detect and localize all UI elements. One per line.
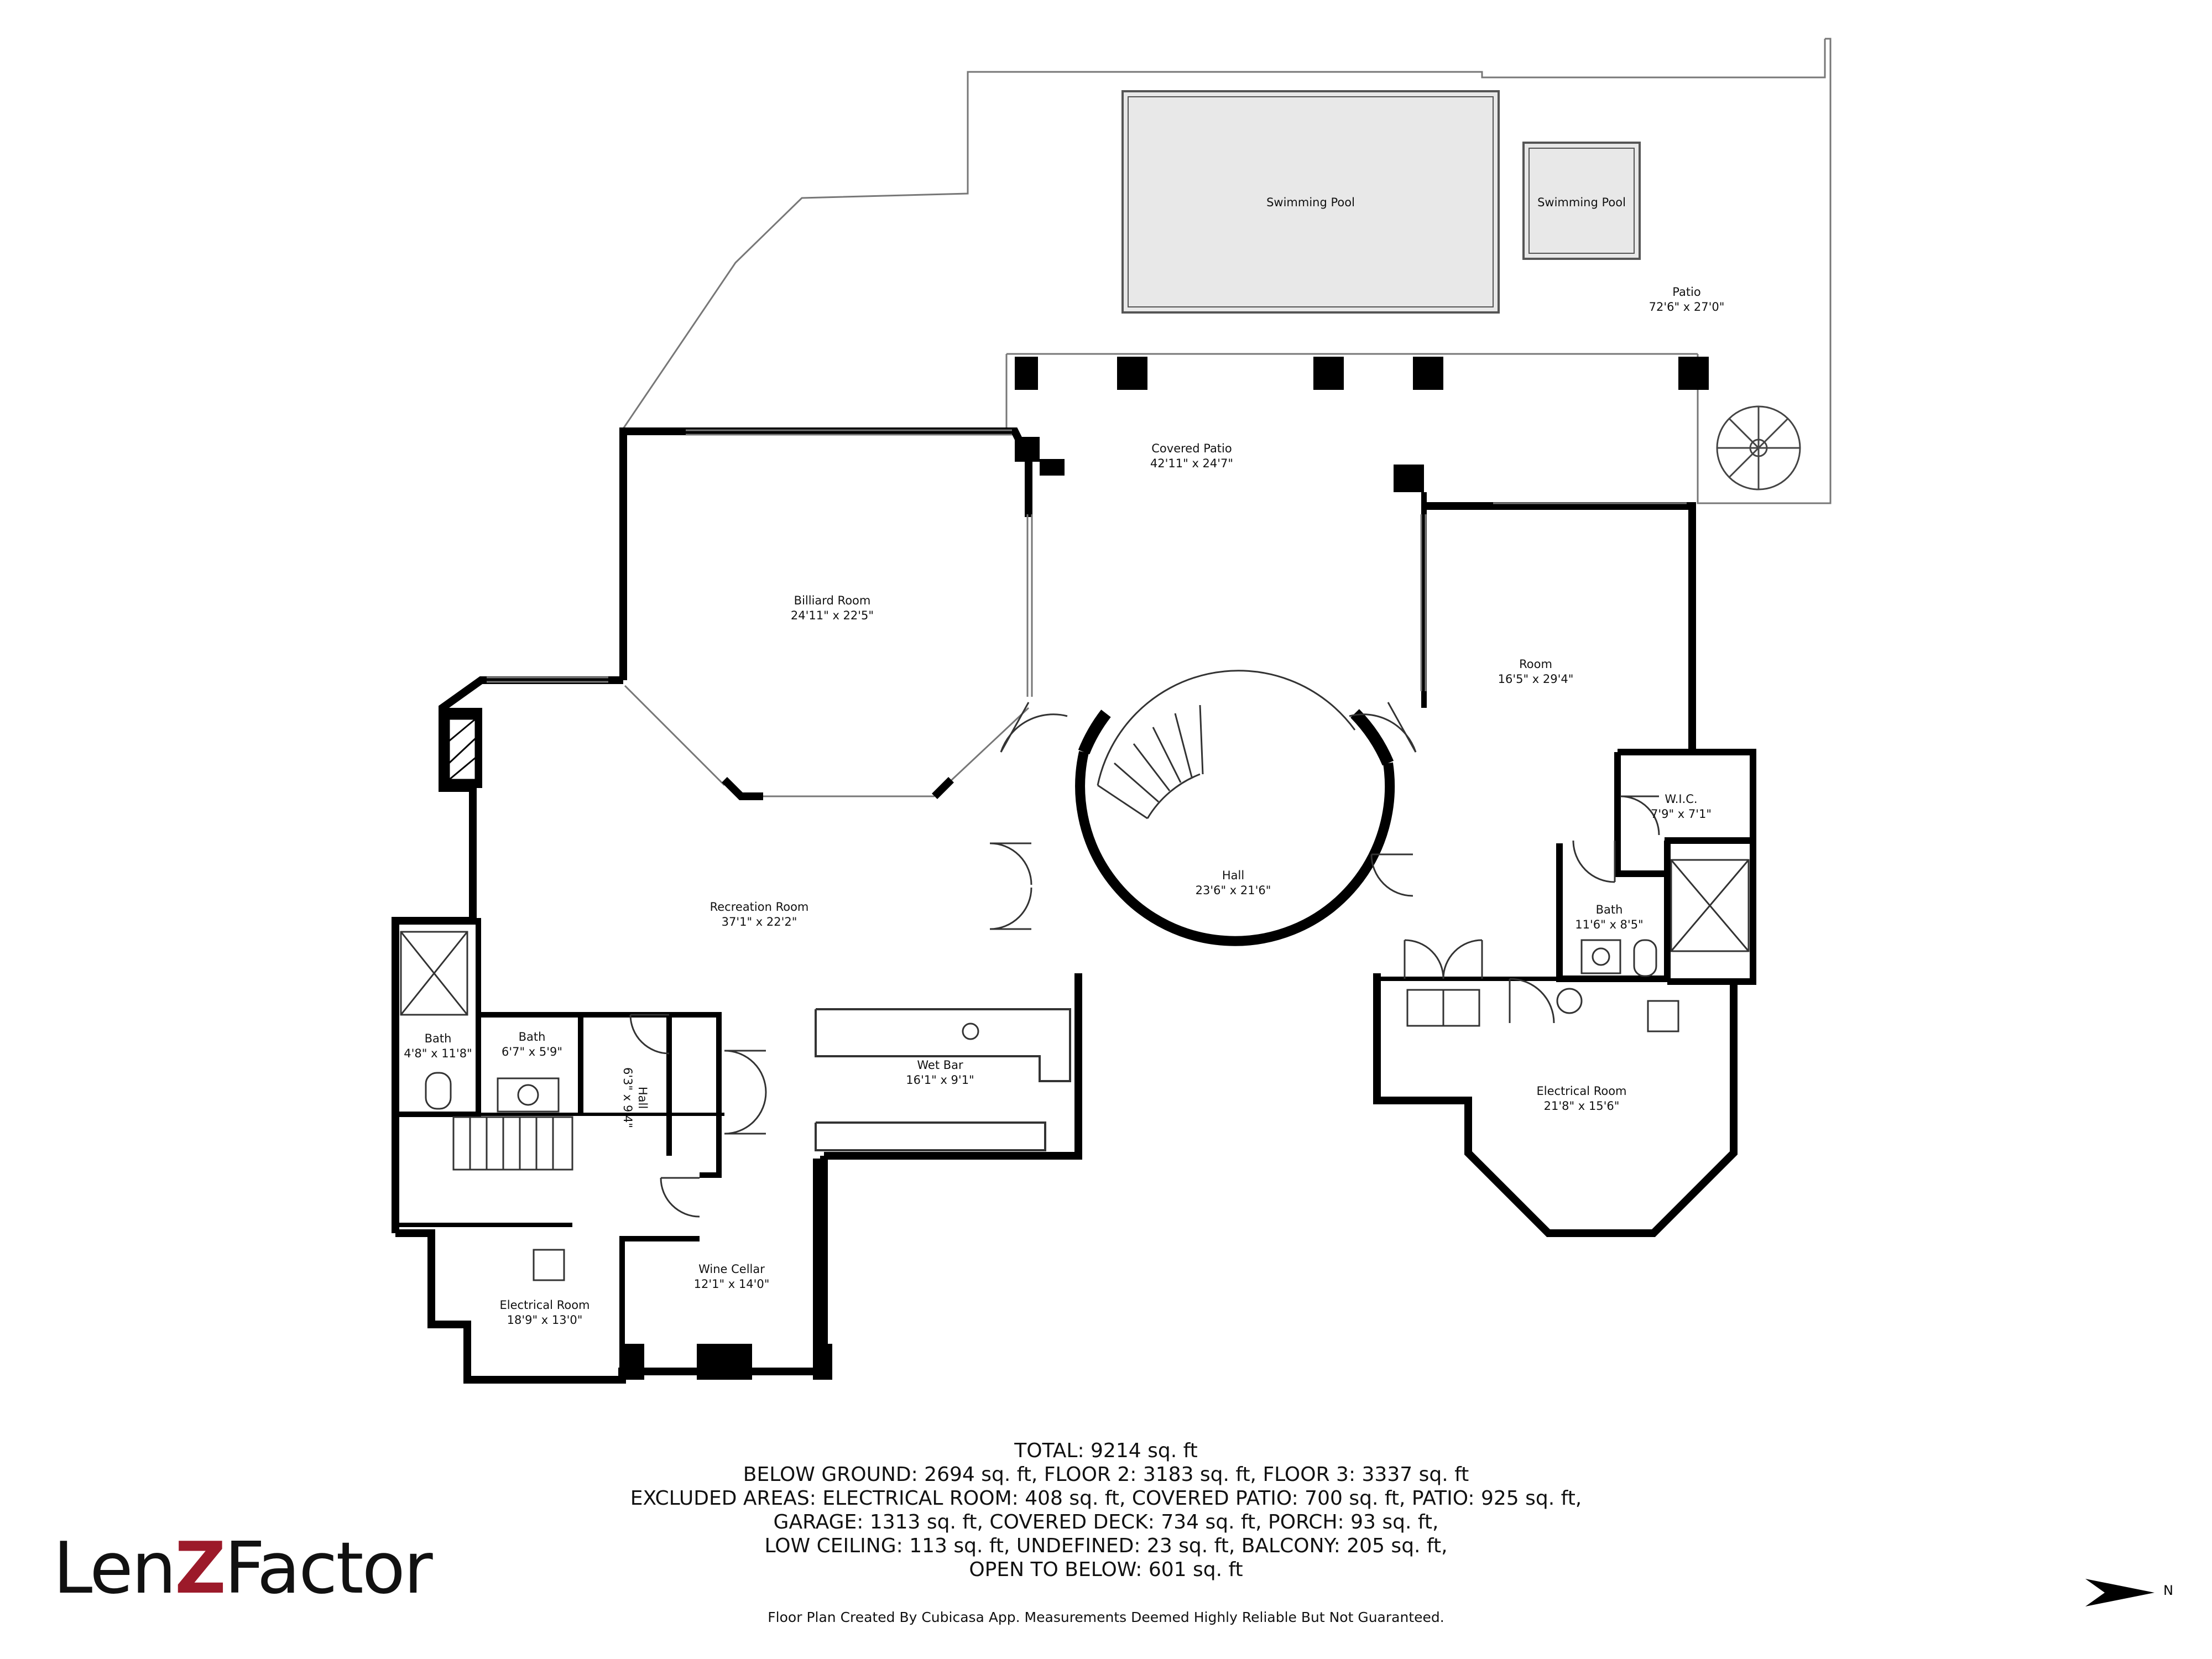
label-covered-patio-dims: 42'11" x 24'7" bbox=[1150, 457, 1233, 470]
label-room: Room bbox=[1519, 658, 1552, 671]
spiral-stair bbox=[1716, 405, 1801, 491]
north-arrow-icon bbox=[2085, 1579, 2154, 1606]
label-bath-left-1-dims: 4'8" x 11'8" bbox=[404, 1047, 472, 1060]
fixtures bbox=[425, 939, 1679, 1281]
label-hall-small-dims: 6'3" x 9'4" bbox=[621, 1067, 634, 1128]
label-wine-cellar: Wine Cellar bbox=[698, 1262, 765, 1276]
shower-boxes bbox=[400, 859, 1750, 1016]
logo-part-left: Len bbox=[53, 1527, 176, 1610]
label-bath-right: Bath bbox=[1596, 903, 1623, 916]
label-wic-dims: 7'9" x 7'1" bbox=[1651, 807, 1712, 821]
swimming-pool-large bbox=[1121, 90, 1500, 314]
label-patio-dims: 72'6" x 27'0" bbox=[1649, 300, 1725, 314]
billiard-corners bbox=[722, 777, 954, 800]
fireplace bbox=[442, 708, 482, 788]
logo-part-middle: Z bbox=[174, 1527, 226, 1610]
label-recreation-room-dims: 37'1" x 22'2" bbox=[722, 915, 797, 928]
label-electrical-room-right: Electrical Room bbox=[1537, 1084, 1627, 1098]
label-patio: Patio bbox=[1672, 285, 1701, 299]
doors bbox=[629, 702, 1660, 1218]
label-bath-left-2-dims: 6'7" x 5'9" bbox=[502, 1045, 562, 1058]
summary-open-below: OPEN TO BELOW: 601 sq. ft bbox=[969, 1558, 1243, 1581]
label-swimming-pool-large: Swimming Pool bbox=[1266, 196, 1355, 209]
label-hall-main: Hall bbox=[1222, 869, 1244, 882]
covered-patio-columns bbox=[1015, 357, 1709, 492]
label-hall-main-dims: 23'6" x 21'6" bbox=[1196, 884, 1271, 897]
summary-excluded-3: LOW CEILING: 113 sq. ft, UNDEFINED: 23 s… bbox=[764, 1535, 1448, 1557]
compass-letter: N bbox=[2163, 1583, 2173, 1598]
label-electrical-room-left: Electrical Room bbox=[500, 1298, 590, 1312]
swimming-pool-small bbox=[1522, 142, 1641, 260]
label-swimming-pool-small: Swimming Pool bbox=[1537, 196, 1626, 209]
summary-excluded-1: EXCLUDED AREAS: ELECTRICAL ROOM: 408 sq.… bbox=[630, 1487, 1582, 1510]
summary-excluded-2: GARAGE: 1313 sq. ft, COVERED DECK: 734 s… bbox=[773, 1511, 1439, 1533]
logo-part-right: Factor bbox=[224, 1527, 433, 1610]
disclaimer: Floor Plan Created By Cubicasa App. Meas… bbox=[768, 1609, 1444, 1625]
room-labels: Swimming Pool Swimming Pool Patio 72'6" … bbox=[404, 196, 1724, 1327]
label-wet-bar: Wet Bar bbox=[917, 1058, 963, 1072]
summary-floors: BELOW GROUND: 2694 sq. ft, FLOOR 2: 3183… bbox=[743, 1463, 1469, 1486]
building-walls bbox=[392, 427, 1756, 1384]
label-electrical-room-left-dims: 18'9" x 13'0" bbox=[507, 1313, 583, 1327]
label-room-dims: 16'5" x 29'4" bbox=[1498, 672, 1574, 686]
label-hall-small: Hall bbox=[636, 1087, 649, 1109]
summary-total: TOTAL: 9214 sq. ft bbox=[1014, 1439, 1198, 1462]
label-recreation-room: Recreation Room bbox=[710, 900, 809, 914]
label-bath-left-1: Bath bbox=[425, 1032, 452, 1045]
window-lines bbox=[487, 429, 1687, 797]
label-bath-left-2: Bath bbox=[519, 1030, 546, 1044]
label-billiard-room: Billiard Room bbox=[794, 594, 871, 607]
label-covered-patio: Covered Patio bbox=[1151, 442, 1232, 455]
wine-cellar-blocks bbox=[622, 1159, 832, 1380]
label-electrical-room-right-dims: 21'8" x 15'6" bbox=[1544, 1099, 1620, 1113]
label-wine-cellar-dims: 12'1" x 14'0" bbox=[694, 1277, 770, 1291]
lenzfactor-logo: LenZFactor bbox=[53, 1527, 433, 1610]
curved-stair bbox=[1097, 670, 1356, 820]
stair-left bbox=[452, 1116, 573, 1171]
label-wet-bar-dims: 16'1" x 9'1" bbox=[906, 1073, 974, 1087]
label-billiard-room-dims: 24'11" x 22'5" bbox=[791, 609, 874, 622]
label-bath-right-dims: 11'6" x 8'5" bbox=[1575, 918, 1643, 931]
patio-outline bbox=[622, 38, 1832, 504]
label-wic: W.I.C. bbox=[1665, 792, 1697, 806]
